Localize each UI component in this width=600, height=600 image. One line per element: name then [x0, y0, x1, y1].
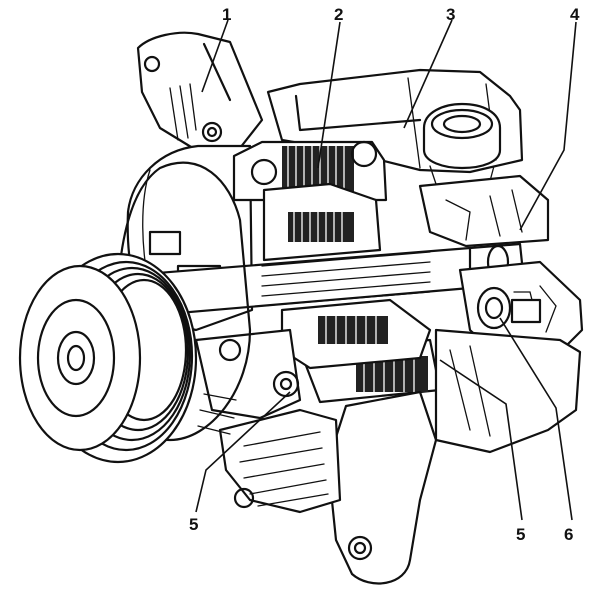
- leader-2: [317, 21, 341, 169]
- front-end-shield: [114, 161, 252, 442]
- pulley: [18, 252, 198, 464]
- mounting-bracket: [136, 31, 264, 152]
- leader-5a: [195, 391, 291, 513]
- rear-housing-lower: [434, 328, 582, 454]
- front-bearing: [194, 328, 302, 420]
- leader-5b: [439, 359, 523, 521]
- callout-4: 4: [570, 5, 580, 24]
- leader-4: [519, 21, 577, 231]
- leader-6: [499, 317, 573, 521]
- callout-labels: 1 2 3 4 5 5 6: [189, 5, 580, 544]
- leader-3: [403, 19, 453, 129]
- callout-5-left: 5: [189, 515, 198, 534]
- callout-1: 1: [222, 5, 231, 24]
- callout-2: 2: [334, 5, 343, 24]
- callout-5-right: 5: [516, 525, 525, 544]
- leader-lines: [195, 19, 577, 521]
- rotor: [262, 182, 432, 370]
- leader-1: [201, 19, 229, 93]
- callout-6: 6: [564, 525, 573, 544]
- regulator-cap: [418, 102, 550, 248]
- lower-mounting-lug: [218, 390, 438, 585]
- callout-3: 3: [446, 5, 455, 24]
